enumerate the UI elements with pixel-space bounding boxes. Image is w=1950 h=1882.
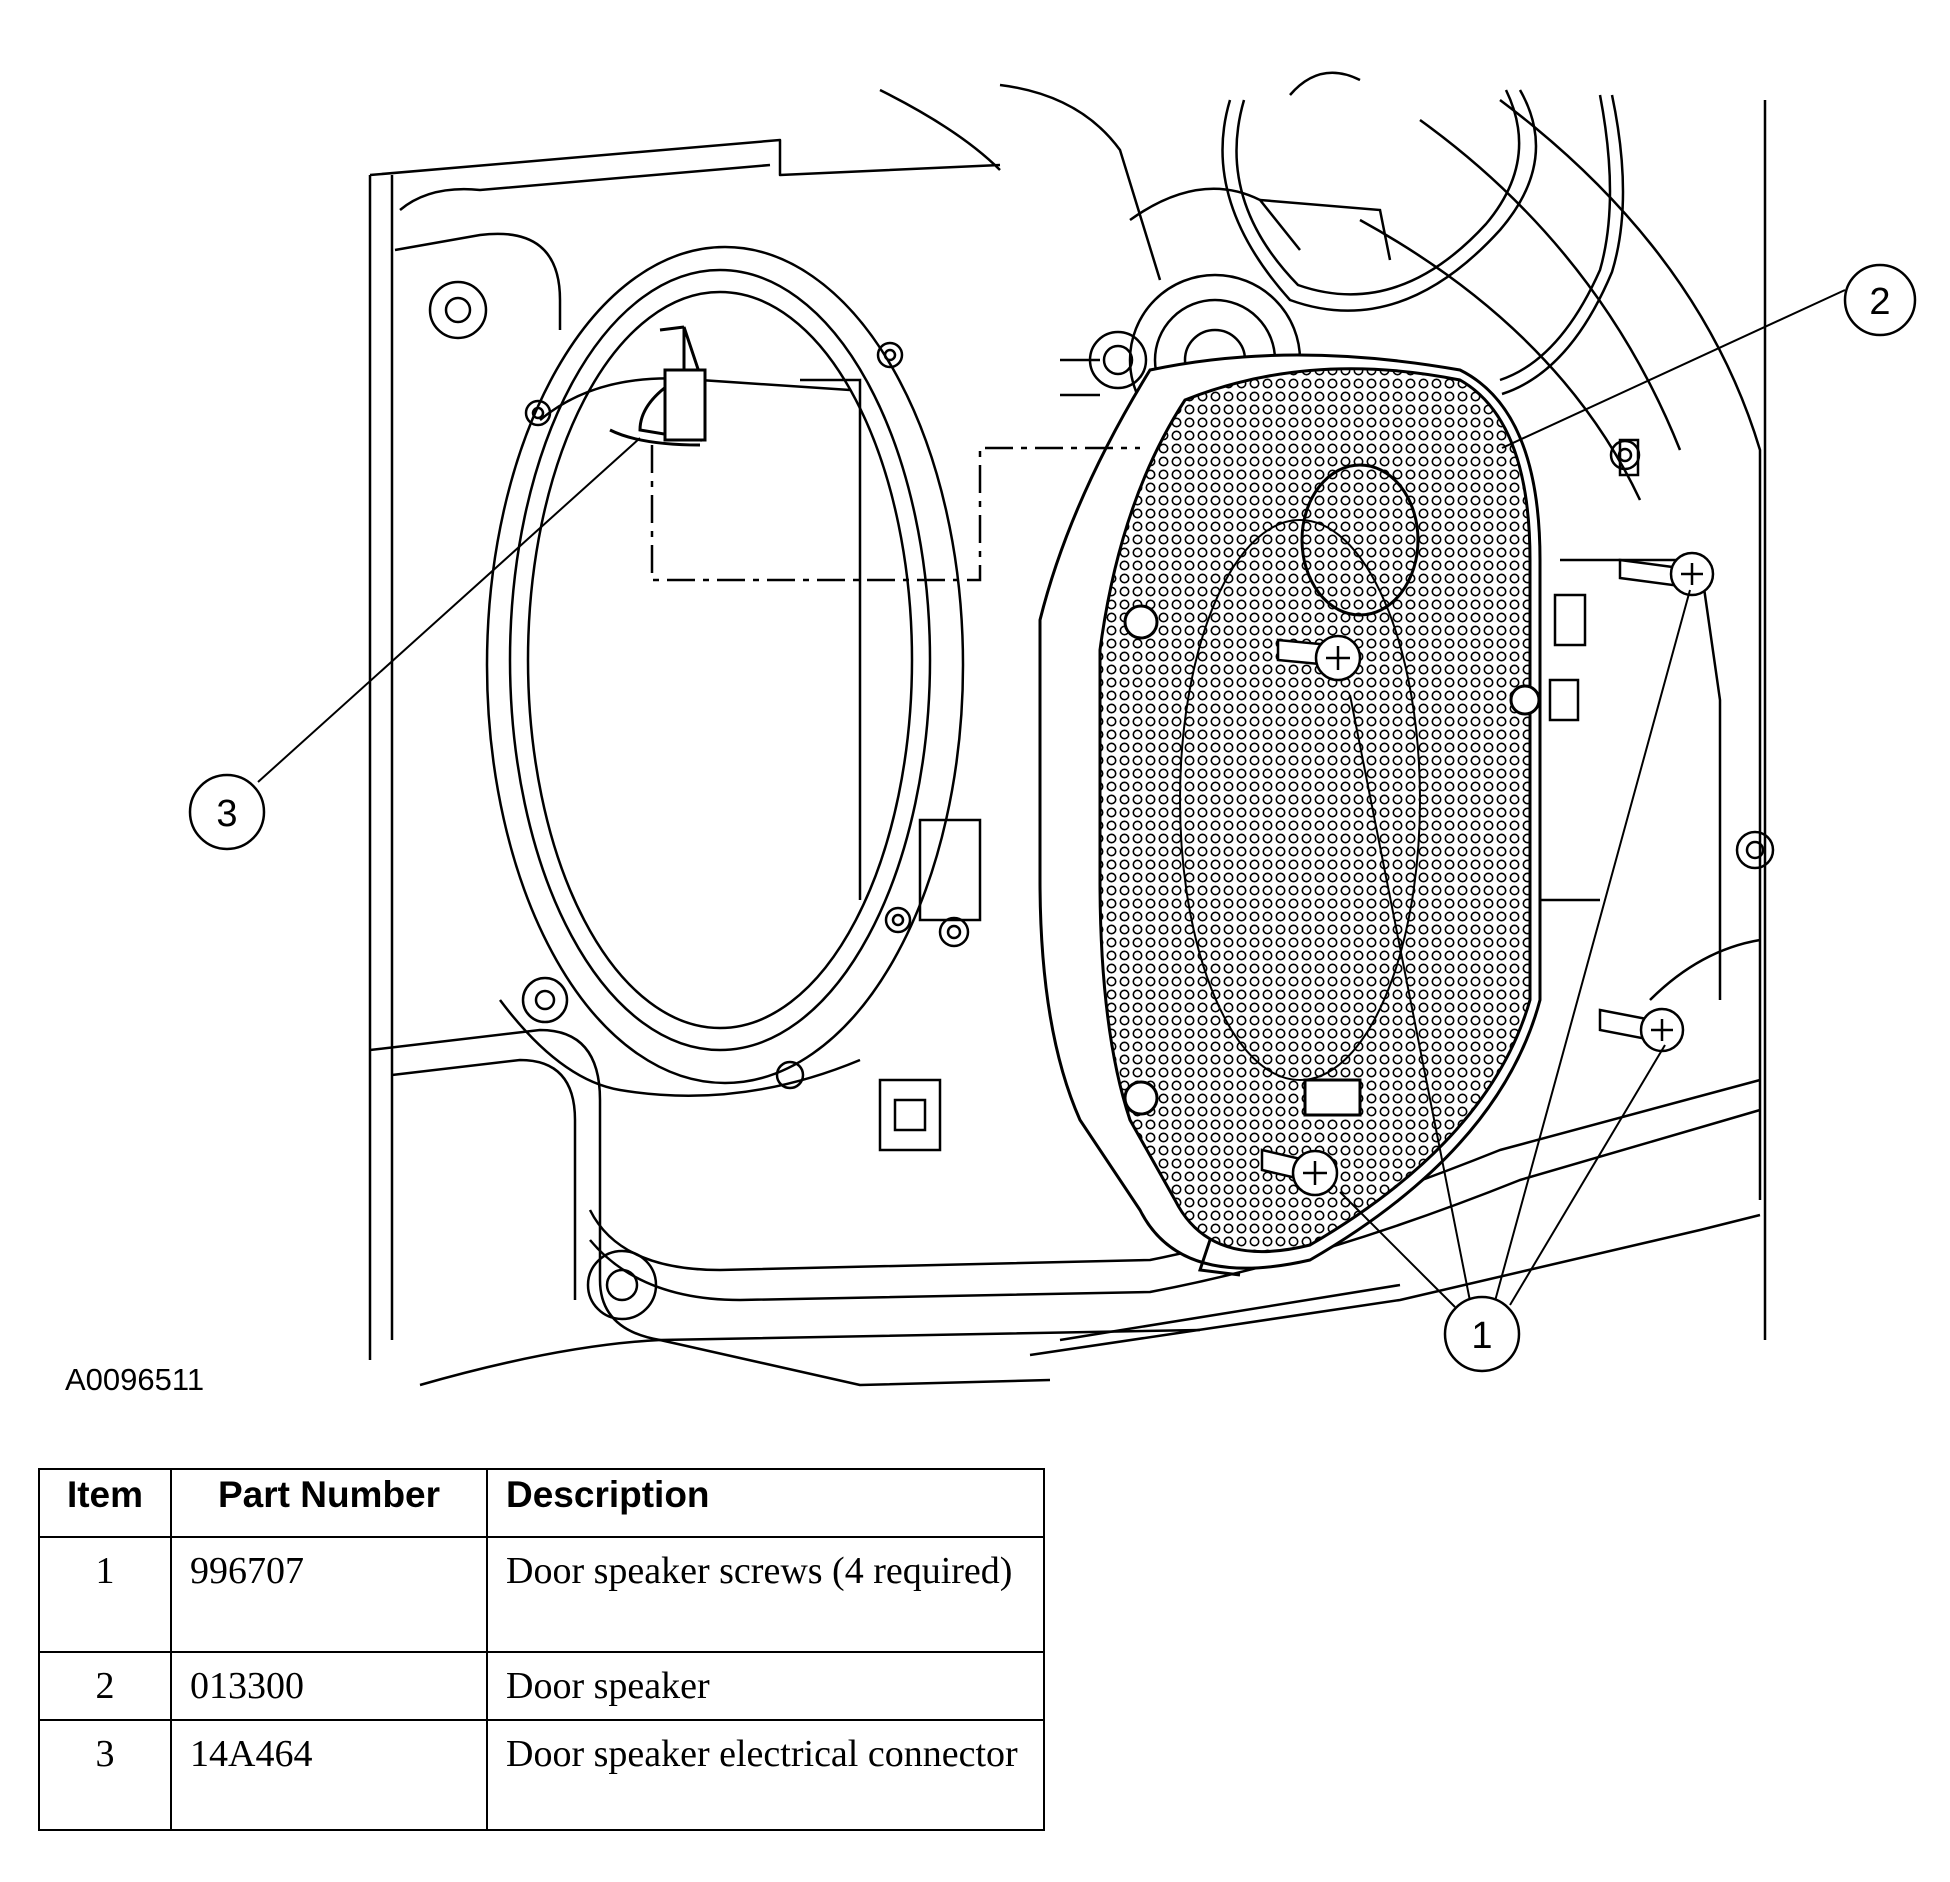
screw-2 <box>1260 1148 1339 1197</box>
header-description: Description <box>486 1468 1045 1538</box>
door-speaker-diagram: 2 3 1 <box>188 71 1917 1387</box>
speaker-screws <box>1260 551 1715 1197</box>
panel-cutouts <box>878 438 1640 1152</box>
screw-4 <box>1598 1007 1685 1053</box>
cell-description: Door speaker <box>486 1651 1045 1721</box>
callout-3: 3 <box>188 773 266 851</box>
connector-link-line <box>650 445 1140 582</box>
header-part-number: Part Number <box>170 1468 488 1538</box>
callout-2: 2 <box>1843 263 1917 337</box>
figure-id: A0096511 <box>65 1362 205 1397</box>
cell-item: 3 <box>38 1719 172 1831</box>
callout-2-label: 2 <box>1869 281 1890 323</box>
callout-1: 1 <box>1443 1295 1521 1373</box>
header-item: Item <box>38 1468 172 1538</box>
leader-lines <box>257 289 1846 1308</box>
table-header-row: Item Part Number Description <box>38 1468 1045 1538</box>
cell-part-number: 996707 <box>170 1536 488 1653</box>
cell-description: Door speaker screws (4 required) <box>486 1536 1045 1653</box>
speaker-opening <box>485 245 965 1097</box>
table-row: 1 996707 Door speaker screws (4 required… <box>38 1536 1045 1653</box>
callout-1-label: 1 <box>1471 1315 1492 1357</box>
table-row: 3 14A464 Door speaker electrical connect… <box>38 1719 1045 1831</box>
screw-3 <box>1618 551 1715 597</box>
cell-part-number: 14A464 <box>170 1719 488 1831</box>
speaker-grille <box>1098 367 1532 1253</box>
parts-table: Item Part Number Description 1 996707 Do… <box>38 1468 1045 1831</box>
speaker-tweeter <box>1300 463 1420 617</box>
screw-1 <box>1276 634 1362 682</box>
electrical-connector <box>609 325 707 447</box>
cell-item: 2 <box>38 1651 172 1721</box>
table-row: 2 013300 Door speaker <box>38 1651 1045 1721</box>
cell-item: 1 <box>38 1536 172 1653</box>
cell-description: Door speaker electrical connector <box>486 1719 1045 1831</box>
cell-part-number: 013300 <box>170 1651 488 1721</box>
wiring-harness <box>1221 71 1625 396</box>
callout-3-label: 3 <box>216 793 237 835</box>
door-speaker <box>1038 353 1542 1277</box>
door-fasteners <box>428 280 1775 1321</box>
